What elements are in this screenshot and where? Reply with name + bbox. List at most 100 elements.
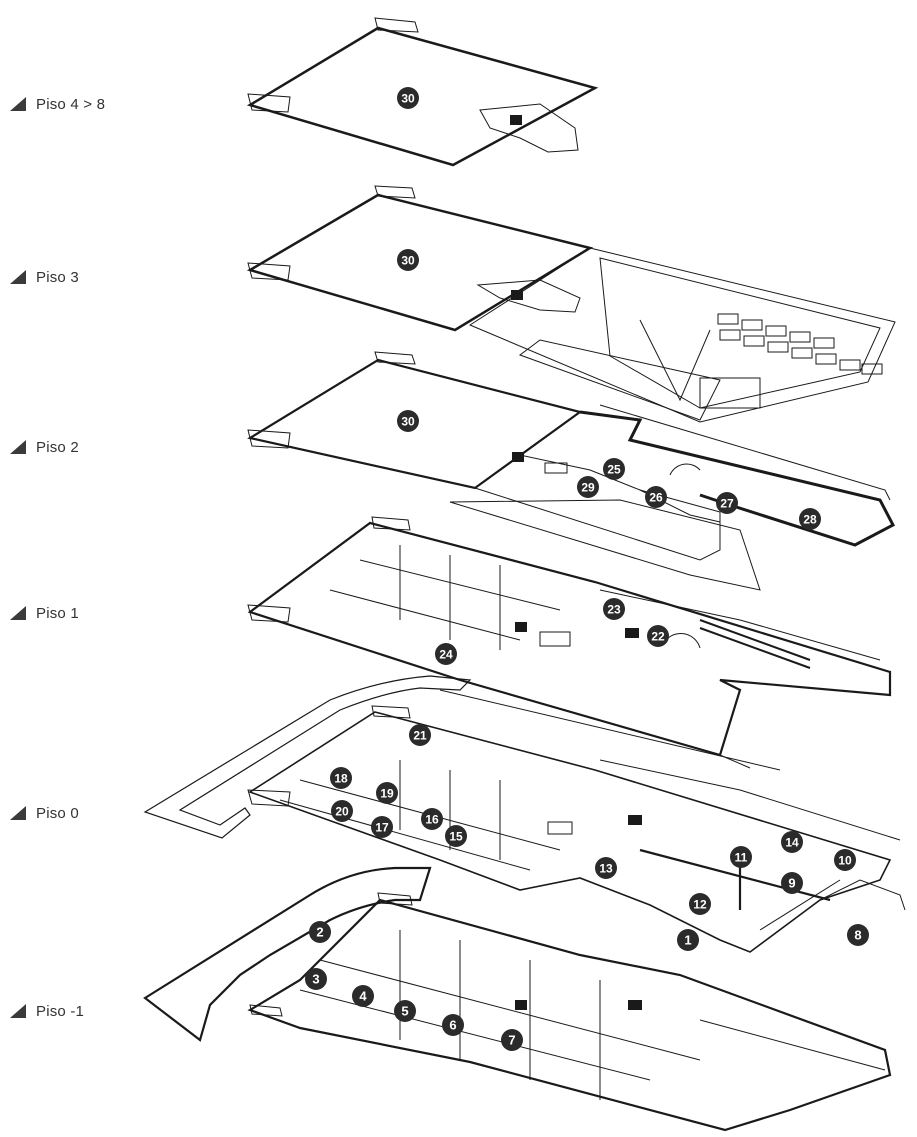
marker-circle: [799, 508, 821, 530]
marker-number: 13: [599, 862, 613, 876]
marker-number: 28: [803, 513, 817, 527]
marker-circle: [352, 985, 374, 1007]
marker-circle: [331, 800, 353, 822]
marker-29: 29: [577, 476, 599, 498]
triangle-icon: [10, 606, 26, 620]
marker-circle: [309, 921, 331, 943]
marker-27: 27: [716, 492, 738, 514]
marker-number: 26: [649, 491, 663, 505]
marker-number: 5: [401, 1004, 408, 1019]
triangle-icon: [10, 270, 26, 284]
marker-number: 30: [401, 254, 415, 268]
marker-circle: [305, 968, 327, 990]
marker-circle: [397, 87, 419, 109]
marker-number: 17: [375, 821, 389, 835]
floor-plan-p48: [246, 17, 599, 167]
marker-30: 30: [397, 249, 419, 271]
marker-circle: [442, 1014, 464, 1036]
floor-label-text: Piso -1: [36, 1002, 85, 1020]
marker-circle: [730, 846, 752, 868]
marker-14: 14: [781, 831, 803, 853]
marker-19: 19: [376, 782, 398, 804]
marker-circle: [603, 458, 625, 480]
marker-5: 5: [394, 1000, 416, 1022]
marker-17: 17: [371, 816, 393, 838]
marker-circle: [677, 929, 699, 951]
marker-number: 30: [401, 415, 415, 429]
marker-number: 3: [312, 972, 319, 987]
marker-number: 21: [413, 729, 427, 743]
marker-number: 16: [425, 813, 439, 827]
floor-label-text: Piso 0: [36, 804, 79, 822]
marker-circle: [645, 486, 667, 508]
marker-circle: [397, 249, 419, 271]
marker-number: 1: [684, 933, 691, 948]
marker-circle: [603, 598, 625, 620]
floor-label-text: Piso 2: [36, 438, 79, 456]
floor-label-text: Piso 1: [36, 604, 79, 622]
marker-number: 29: [581, 481, 595, 495]
marker-21: 21: [409, 724, 431, 746]
marker-number: 14: [785, 836, 799, 850]
marker-circle: [781, 872, 803, 894]
marker-circle: [421, 808, 443, 830]
marker-18: 18: [330, 767, 352, 789]
triangle-icon: [10, 97, 26, 111]
marker-circle: [394, 1000, 416, 1022]
marker-15: 15: [445, 825, 467, 847]
floor-label-text: Piso 3: [36, 268, 79, 286]
marker-11: 11: [730, 846, 752, 868]
triangle-icon: [10, 806, 26, 820]
marker-number: 23: [607, 603, 621, 617]
marker-4: 4: [352, 985, 374, 1007]
marker-circle: [834, 849, 856, 871]
marker-number: 12: [693, 898, 707, 912]
marker-circle: [445, 825, 467, 847]
marker-number: 9: [788, 876, 795, 891]
floor-label-p3: Piso 3: [10, 267, 79, 287]
triangle-icon: [10, 440, 26, 454]
marker-circle: [781, 831, 803, 853]
floor-plan-p3: [246, 185, 896, 423]
marker-10: 10: [834, 849, 856, 871]
marker-circle: [577, 476, 599, 498]
floor-label-p1: Piso 1: [10, 603, 79, 623]
marker-number: 30: [401, 92, 415, 106]
marker-1: 1: [677, 929, 699, 951]
marker-circle: [435, 643, 457, 665]
marker-30: 30: [397, 410, 419, 432]
marker-number: 20: [335, 805, 349, 819]
marker-number: 8: [854, 928, 861, 943]
marker-circle: [376, 782, 398, 804]
marker-number: 15: [449, 830, 463, 844]
marker-3: 3: [305, 968, 327, 990]
marker-number: 27: [720, 497, 734, 511]
marker-12: 12: [689, 893, 711, 915]
marker-7: 7: [501, 1029, 523, 1051]
marker-28: 28: [799, 508, 821, 530]
marker-circle: [397, 410, 419, 432]
marker-number: 19: [380, 787, 394, 801]
marker-23: 23: [603, 598, 625, 620]
marker-circle: [409, 724, 431, 746]
marker-13: 13: [595, 857, 617, 879]
floor-label-p48: Piso 4 > 8: [10, 94, 105, 114]
marker-circle: [595, 857, 617, 879]
marker-circle: [689, 893, 711, 915]
floor-label-text: Piso 4 > 8: [36, 95, 106, 113]
marker-number: 2: [316, 925, 323, 940]
marker-22: 22: [647, 625, 669, 647]
floor-plan-p0: [143, 675, 906, 953]
marker-24: 24: [435, 643, 457, 665]
marker-30: 30: [397, 87, 419, 109]
floor-plan-p1: [247, 516, 892, 771]
marker-number: 22: [651, 630, 665, 644]
floor-label-p0: Piso 0: [10, 803, 79, 823]
marker-number: 18: [334, 772, 348, 786]
floor-plan-pm1: [143, 866, 892, 1132]
triangle-icon: [10, 1004, 26, 1018]
marker-number: 7: [508, 1033, 515, 1048]
